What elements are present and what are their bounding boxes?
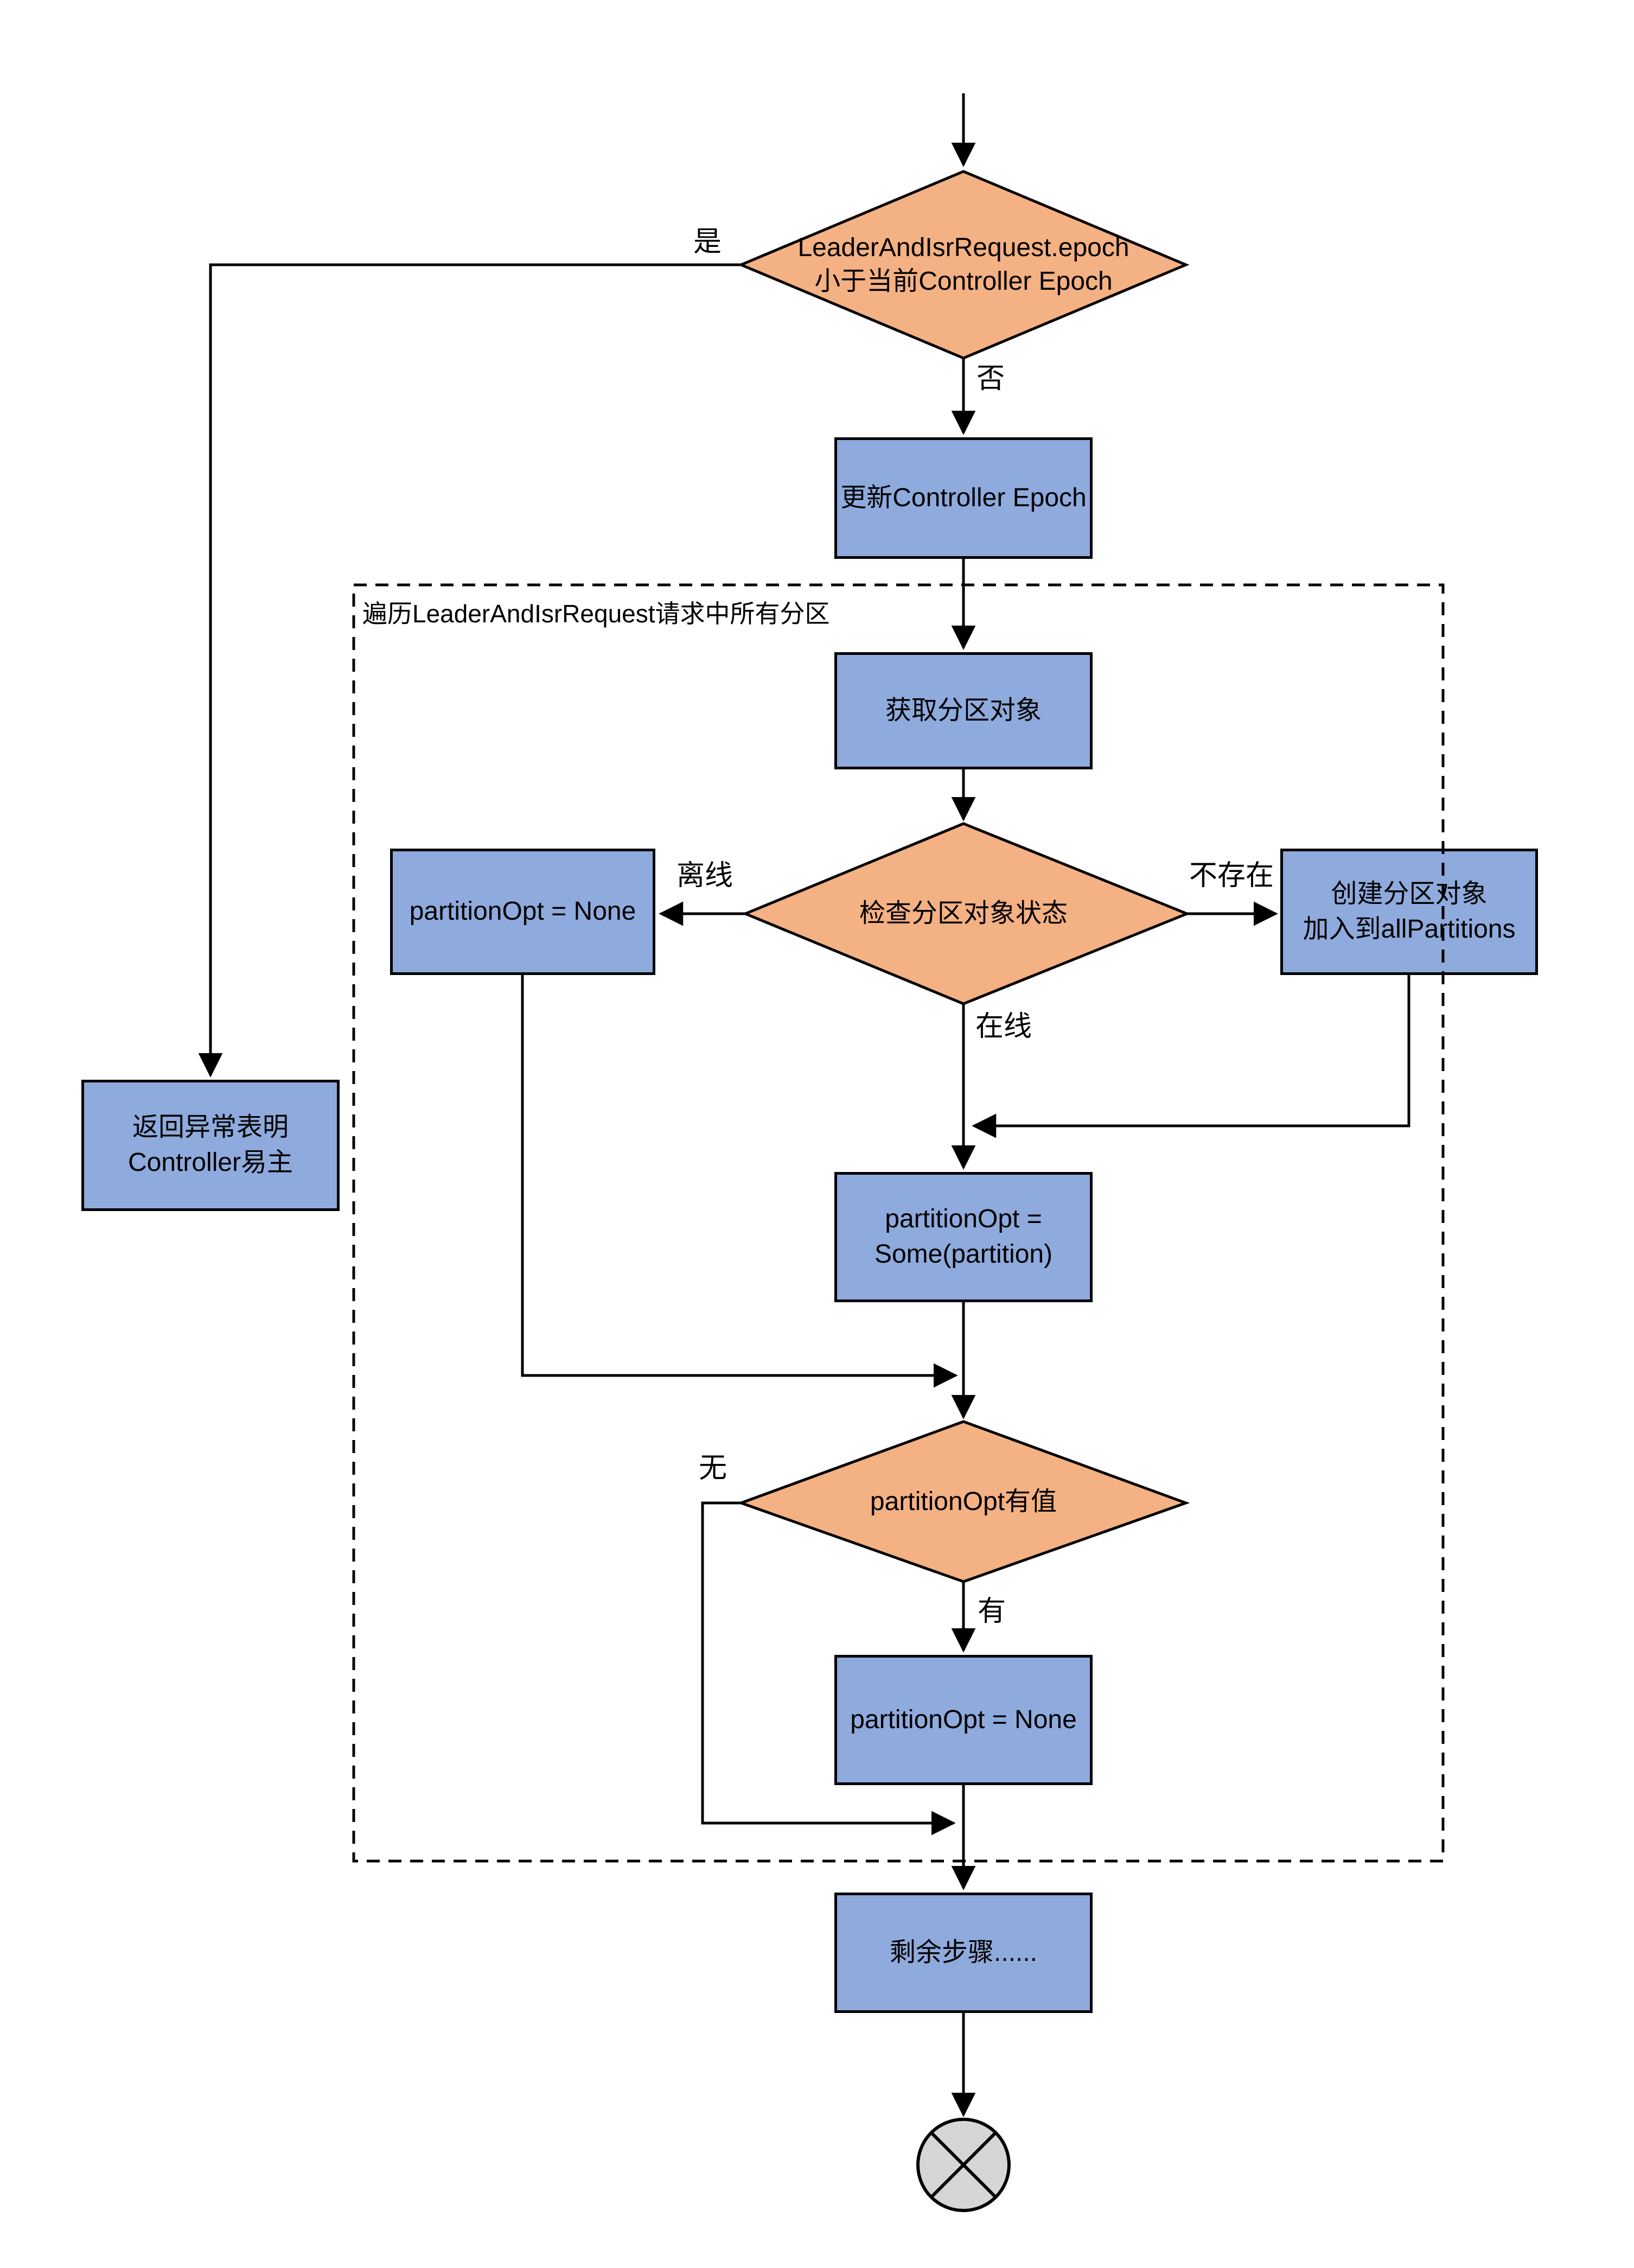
- process-create-partition: 创建分区对象 加入到allPartitions: [1280, 849, 1538, 975]
- edge-label-not-exists: 不存在: [1189, 860, 1274, 891]
- decision-partitionopt-has-value-label: partitionOpt有值: [870, 1487, 1057, 1516]
- process-partitionopt-none-left: partitionOpt = None: [390, 849, 655, 975]
- edge-label-offline: 离线: [676, 860, 733, 891]
- end-terminator-circle: [916, 2118, 1011, 2212]
- edge-label-yes: 是: [693, 226, 722, 258]
- decision-epoch-check-label: LeaderAndIsrRequest.epoch 小于当前Controller…: [797, 233, 1129, 296]
- end-terminator-cross-line: [930, 2131, 997, 2199]
- edge-label-online: 在线: [975, 1011, 1032, 1042]
- process-partitionopt-none-bottom: partitionOpt = None: [834, 1655, 1093, 1785]
- process-remaining-steps: 剩余步骤......: [834, 1893, 1093, 2013]
- process-return-exception: 返回异常表明 Controller易主: [81, 1080, 340, 1211]
- edge-label-has: 有: [978, 1596, 1006, 1627]
- edge-label-none: 无: [698, 1452, 727, 1484]
- edge-create-merge: [972, 975, 1410, 1138]
- end-terminator-cross-line: [930, 2131, 997, 2199]
- decision-partition-state-label: 检查分区对象状态: [859, 899, 1068, 928]
- loop-container-label: 遍历LeaderAndIsrRequest请求中所有分区: [362, 600, 830, 628]
- process-partitionopt-some: partitionOpt = Some(partition): [834, 1172, 1093, 1302]
- process-get-partition: 获取分区对象: [834, 652, 1093, 769]
- edge-label-no: 否: [976, 363, 1005, 394]
- process-update-controller-epoch: 更新Controller Epoch: [834, 437, 1093, 559]
